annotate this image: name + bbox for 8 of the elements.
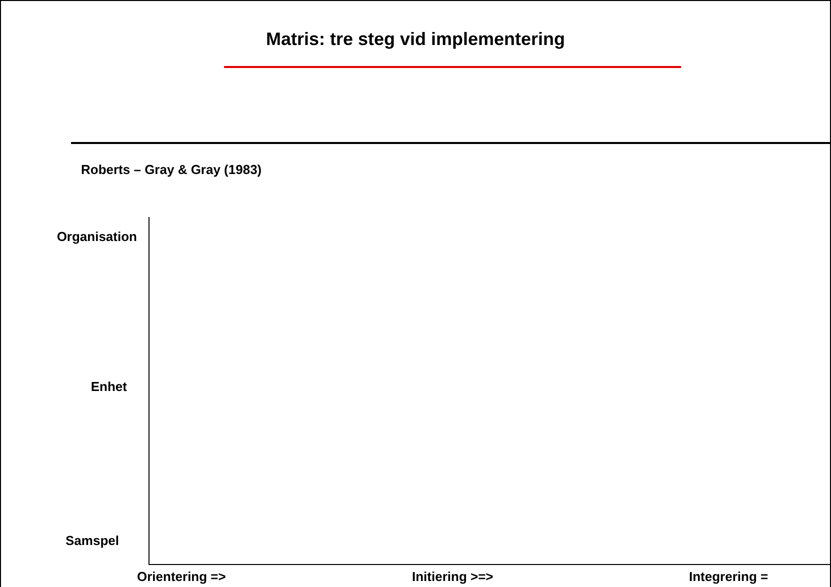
title: Matris: tre steg vid implementering xyxy=(266,29,566,49)
axis-label: Samspel xyxy=(66,533,119,548)
stage-label: Initiering >=> xyxy=(412,569,494,584)
source-note: Roberts – Gray & Gray (1983) xyxy=(81,162,262,177)
stage-label: Orientering => xyxy=(137,569,226,584)
axis-label: Enhet xyxy=(90,379,127,394)
stage-label: Integrering = xyxy=(689,569,768,584)
axis-label: Organisation xyxy=(56,229,137,244)
